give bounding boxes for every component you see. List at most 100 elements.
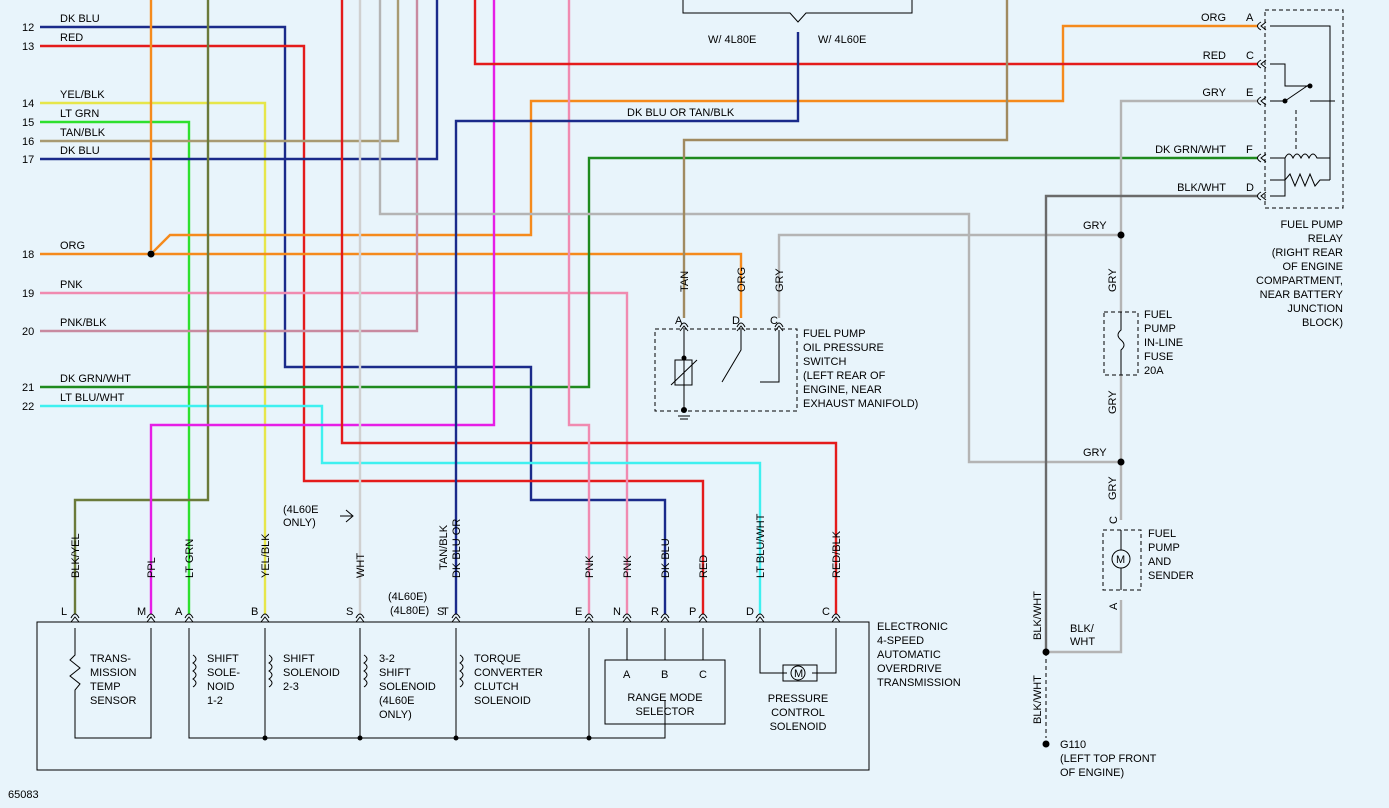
- relay-pin-D: D: [1246, 182, 1254, 194]
- oil-switch-connector-1-arrow: [679, 325, 689, 332]
- solenoid-coil-4: [459, 654, 464, 688]
- oil-switch-caption-line-6: EXHAUST MANIFOLD): [803, 398, 918, 410]
- range-pin-C: C: [699, 669, 707, 681]
- wire-15-lt-grn: [40, 120, 191, 614]
- pcs-motor-box: [782, 664, 818, 682]
- trans-connector-1: [70, 613, 80, 619]
- transmission-caption-line-4: OVERDRIVE: [877, 663, 942, 675]
- wire-label-12: DK BLU: [60, 13, 100, 25]
- trans-connector-9: [660, 613, 670, 619]
- splice-gry-top: [1117, 231, 1125, 239]
- transmission-caption-line-5: TRANSMISSION: [877, 677, 961, 689]
- relay-connector-F: [1257, 153, 1262, 163]
- transmission-caption-line-2: 4-SPEED: [877, 635, 924, 647]
- relay-caption-line-4: OF ENGINE: [1282, 261, 1343, 273]
- trans-connector-8: [622, 613, 632, 619]
- trans-connector-5: [355, 613, 365, 619]
- ground-point: [1042, 740, 1050, 748]
- oil-switch-wire-1: TAN: [679, 271, 691, 292]
- wire-19-pnk: [40, 291, 629, 614]
- oil-switch-internals: [670, 330, 780, 410]
- relay-wire-label-C: RED: [1203, 50, 1226, 62]
- trans-wire-label-4: YEL/BLK: [260, 533, 272, 578]
- temp-caption-line-1: TRANS-: [90, 653, 131, 665]
- trans-pin-12: C: [822, 606, 830, 618]
- relay-pin-E: E: [1246, 87, 1253, 99]
- label-w-4l80e: W/ 4L80E: [708, 34, 756, 46]
- trans-connector-7: [584, 613, 594, 619]
- pump-caption-line-3: AND: [1148, 556, 1171, 568]
- sol23-caption-line-3: 2-3: [283, 681, 299, 693]
- pump-caption-line-1: FUEL: [1148, 528, 1176, 540]
- wire-blk-wht: [1044, 194, 1258, 652]
- sol12-caption-line-4: 1-2: [207, 695, 223, 707]
- trans-connector-6-arrow: [451, 616, 461, 623]
- trans-connector-9-arrow: [660, 616, 670, 623]
- relay-connector-C-arrow: [1260, 59, 1267, 69]
- sol23-caption-line-1: SHIFT: [283, 653, 315, 665]
- trans-note-4l60e: (4L60E): [388, 591, 427, 603]
- trans-connector-6: [451, 613, 461, 619]
- wire-label-16: TAN/BLK: [60, 127, 106, 139]
- relay-wire-label-E: GRY: [1202, 87, 1226, 99]
- pump-caption-line-2: PUMP: [1148, 542, 1180, 554]
- trans-node-1: [262, 735, 268, 741]
- wire-number-13: 13: [22, 41, 34, 53]
- wire-label-21: DK GRN/WHT: [60, 373, 131, 385]
- splice-gry-mid: [1117, 458, 1125, 466]
- wire-layer: [40, 0, 1258, 654]
- relay-pin-F: F: [1246, 144, 1253, 156]
- ground-wire-label-3-line-1: BLK/: [1070, 623, 1095, 635]
- pcs-caption-line-3: SOLENOID: [770, 721, 827, 733]
- relay-connector-F-arrow: [1260, 153, 1267, 163]
- trans-pin-10: P: [689, 606, 696, 618]
- trans-wire-label-1: BLK/YEL: [70, 533, 82, 578]
- relay-pin-A: A: [1246, 12, 1254, 24]
- wire-20-pnk-blk: [40, 0, 419, 333]
- label-gry-v1: GRY: [1107, 268, 1119, 292]
- wire-label-15: LT GRN: [60, 108, 99, 120]
- trans-connector-10-arrow: [698, 616, 708, 623]
- oil-switch-ground: [681, 407, 687, 413]
- wire-number-18: 18: [22, 249, 34, 261]
- ground-caption-line-3: OF ENGINE): [1060, 767, 1124, 779]
- oil-switch-pin-1: A: [675, 315, 683, 327]
- range-pin-A: A: [623, 669, 631, 681]
- relay-caption-line-3: (RIGHT REAR: [1272, 247, 1343, 259]
- relay-connector-E-arrow: [1260, 96, 1267, 106]
- wire-number-19: 19: [22, 288, 34, 300]
- trans-pin-1: L: [61, 606, 67, 618]
- trans-wire-label-7: PNK: [584, 555, 596, 578]
- wire-label-19: PNK: [60, 279, 83, 291]
- trans-node-2: [357, 735, 363, 741]
- relay-connector-A: [1257, 21, 1262, 31]
- transmission-caption-line-1: ELECTRONIC: [877, 621, 948, 633]
- label-w-4l60e: W/ 4L60E: [818, 34, 866, 46]
- tcc-caption-line-4: SOLENOID: [474, 695, 531, 707]
- relay-wire-label-A: ORG: [1201, 12, 1226, 24]
- wire-number-15: 15: [22, 117, 34, 129]
- range-selector-leads: [626, 628, 704, 660]
- tcc-caption-line-3: CLUTCH: [474, 681, 519, 693]
- pcs-leads: [759, 628, 837, 674]
- trans-wire-label-12: RED/BLK: [831, 530, 843, 578]
- relay-switch: [1270, 25, 1335, 180]
- relay-switch-contact-1: [1282, 98, 1288, 104]
- oil-switch-caption-line-2: OIL PRESSURE: [803, 342, 884, 354]
- trans-wire-label-3: LT GRN: [184, 539, 196, 578]
- wire-olive-blk-yel: [73, 0, 210, 614]
- relay-caption-line-8: BLOCK): [1302, 317, 1343, 329]
- fuse-caption-line-2: PUMP: [1144, 323, 1176, 335]
- trans-connector-7-arrow: [584, 616, 594, 623]
- wire-gry-pump-out: [1046, 600, 1123, 654]
- temp-sensor: [69, 628, 152, 739]
- trans-wire-label-tan-blk: TAN/BLK: [438, 524, 450, 570]
- wire-number-22: 22: [22, 401, 34, 413]
- sol32-caption-line-5: ONLY): [379, 709, 412, 721]
- range-caption-line-2: SELECTOR: [635, 706, 694, 718]
- trans-connector-8-arrow: [622, 616, 632, 623]
- sol32-caption-line-4: (4L60E: [379, 695, 414, 707]
- pump-pin-bottom: A: [1108, 602, 1120, 610]
- fuse-caption-line-3: IN-LINE: [1144, 337, 1183, 349]
- range-pin-B: B: [661, 669, 668, 681]
